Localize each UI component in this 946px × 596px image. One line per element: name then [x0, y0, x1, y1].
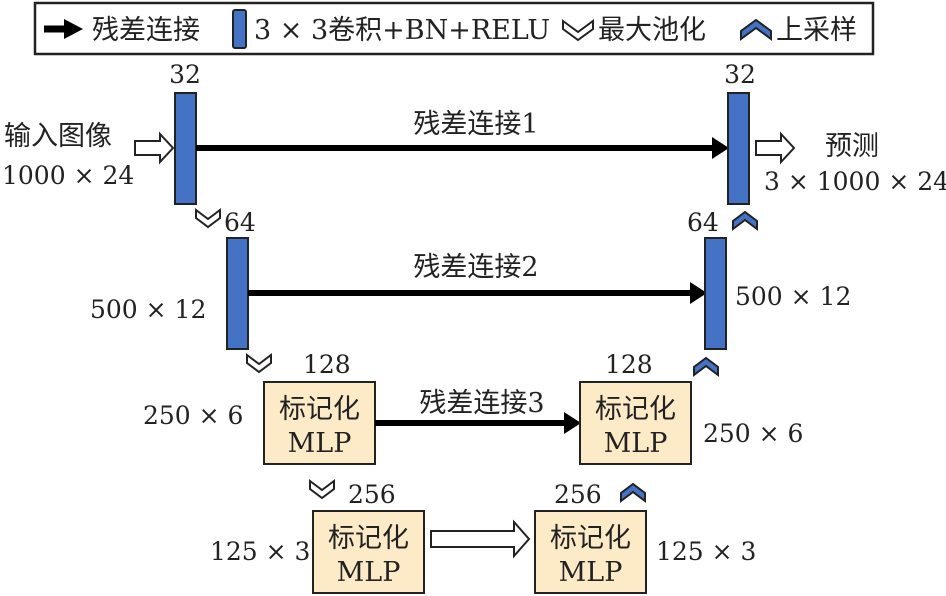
enc1-conv-block	[174, 92, 197, 205]
upsample-icon	[740, 18, 772, 41]
enc3-channels: 128	[303, 350, 351, 379]
dec3-block-line1: 标记化	[595, 394, 676, 425]
enc1-channels: 32	[169, 60, 201, 89]
dec1-conv-block	[727, 92, 750, 205]
enc4-channels: 256	[348, 480, 396, 509]
dec3-channels: 128	[605, 350, 653, 379]
legend-conv-label: 3 × 3卷积+BN+RELU	[254, 15, 550, 46]
residual-arrow-icon	[44, 19, 83, 39]
skip3-arrowhead-icon	[564, 412, 581, 434]
enc4-block-line2: MLP	[337, 557, 401, 588]
skip1-arrowhead-icon	[712, 137, 729, 159]
maxpool2-icon	[246, 353, 272, 374]
output-arrow-icon	[755, 131, 796, 165]
legend-upsample-label: 上采样	[776, 15, 857, 46]
maxpool-icon	[562, 19, 594, 42]
input-label: 输入图像	[4, 121, 112, 152]
dec2-channels: 64	[687, 208, 719, 237]
input-arrow-icon	[134, 131, 175, 165]
enc3-mlp-block	[263, 381, 376, 465]
legend-residual-label: 残差连接	[92, 15, 200, 46]
enc2-conv-block	[226, 237, 249, 350]
skip2-label: 残差连接2	[413, 252, 538, 283]
upsample1-icon	[732, 210, 758, 231]
upsample2-icon	[693, 356, 719, 377]
maxpool3-icon	[309, 479, 335, 500]
dec2-size: 500 × 12	[735, 282, 851, 311]
enc2-size: 500 × 12	[90, 295, 206, 324]
dec4-mlp-block	[534, 510, 647, 594]
enc3-block-line2: MLP	[288, 428, 352, 459]
dec2-conv-block	[704, 237, 727, 350]
output-size: 3 × 1000 × 24	[764, 167, 946, 196]
skip2-arrowhead-icon	[690, 282, 707, 304]
dec4-block-line2: MLP	[559, 557, 623, 588]
upsample3-icon	[620, 482, 646, 503]
dec4-block-line1: 标记化	[550, 523, 631, 554]
maxpool1-icon	[195, 208, 221, 229]
enc2-channels: 64	[224, 208, 256, 237]
enc3-size: 250 × 6	[143, 401, 243, 430]
output-label: 预测	[825, 131, 879, 162]
conv-block-icon	[232, 9, 247, 49]
dec3-block-line2: MLP	[604, 428, 668, 459]
dec3-mlp-block	[579, 381, 692, 465]
dec4-size: 125 × 3	[656, 537, 756, 566]
dec3-size: 250 × 6	[703, 419, 803, 448]
legend-maxpool-label: 最大池化	[598, 15, 706, 46]
dec4-channels: 256	[554, 480, 602, 509]
input-size: 1000 × 24	[2, 161, 134, 190]
skip3-label: 残差连接3	[419, 388, 544, 419]
skip1-label: 残差连接1	[413, 109, 538, 140]
enc3-block-line1: 标记化	[279, 394, 360, 425]
enc4-size: 125 × 3	[210, 537, 310, 566]
dec1-channels: 32	[724, 60, 756, 89]
bottleneck-arrow-icon	[430, 519, 531, 559]
enc4-block-line1: 标记化	[328, 523, 409, 554]
legend-frame	[33, 1, 875, 56]
enc4-mlp-block	[312, 510, 425, 594]
